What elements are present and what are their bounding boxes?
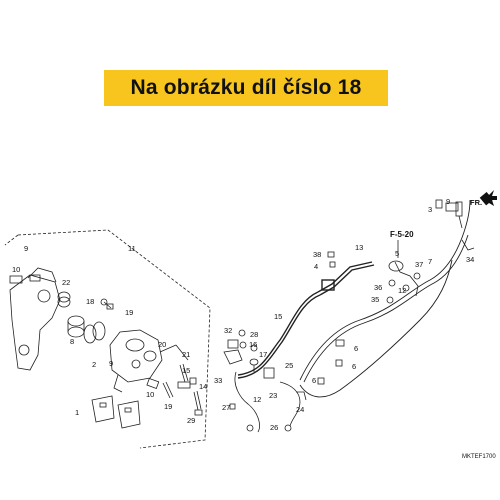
part-label: 5 xyxy=(395,249,399,258)
master-cylinder xyxy=(445,201,463,229)
part-label: 33 xyxy=(214,376,222,385)
piston xyxy=(67,315,85,338)
leader-23 xyxy=(159,344,177,353)
part-label: 19 xyxy=(125,308,133,317)
part-label: 11 xyxy=(128,244,136,253)
part-label: 16 xyxy=(249,340,257,349)
brake-pipe-17 xyxy=(317,261,375,296)
banner-text: Na obrázku díl číslo 18 xyxy=(130,76,362,99)
pins xyxy=(146,363,203,416)
bolt-3 xyxy=(435,199,443,209)
part-label: 6 xyxy=(312,376,316,385)
brake-pipe-lower xyxy=(299,259,453,398)
part-label: 12 xyxy=(398,286,406,295)
part-label: 28 xyxy=(250,330,258,339)
reference-label: F-5-20 xyxy=(390,230,414,239)
part-label: 24 xyxy=(296,405,304,414)
part-callouts: 9 10 22 11 18 19 8 2 20 9 21 15 14 10 19… xyxy=(12,197,474,432)
part-label: 38 xyxy=(313,250,321,259)
part-label: 15 xyxy=(274,312,282,321)
brake-pipe-rear xyxy=(299,199,471,383)
caliper-bracket xyxy=(9,267,61,371)
bolt-16 xyxy=(189,377,197,385)
part-label: 25 xyxy=(285,361,293,370)
part-label: 37 xyxy=(415,260,423,269)
part-label: 9 xyxy=(446,197,450,206)
sensor-harness xyxy=(229,339,345,433)
part-label: 9 xyxy=(109,359,113,368)
part-label: 17 xyxy=(259,350,267,359)
piston-seals xyxy=(83,321,106,344)
brake-pads xyxy=(91,395,141,429)
part-label: 12 xyxy=(253,395,261,404)
part-label: 3 xyxy=(428,205,432,214)
part-label: 10 xyxy=(12,265,20,274)
part-label: 32 xyxy=(224,326,232,335)
part-label: 26 xyxy=(270,423,278,432)
diagram-code: MKTEF1700 xyxy=(462,454,496,460)
part-label: 10 xyxy=(146,390,154,399)
caliper-body xyxy=(109,329,163,393)
front-direction-label: FR. xyxy=(470,198,482,207)
part-label: 14 xyxy=(199,382,207,391)
hose-clips xyxy=(223,329,258,365)
pin-boot xyxy=(9,274,41,284)
part-label: 20 xyxy=(158,340,166,349)
part-label: 9 xyxy=(24,244,28,253)
bleeder-valve xyxy=(100,298,114,310)
part-number-banner: Na obrázku díl číslo 18 xyxy=(104,70,388,106)
part-label: 6 xyxy=(352,362,356,371)
caliper-group-outline xyxy=(4,229,211,449)
leader-23b xyxy=(175,344,189,361)
part-label: 15 xyxy=(182,366,190,375)
part-label: 19 xyxy=(164,402,172,411)
part-label: 27 xyxy=(222,403,230,412)
part-label: 35 xyxy=(371,295,379,304)
front-direction-arrow: FR. xyxy=(470,190,497,207)
part-label: 21 xyxy=(182,350,190,359)
part-label: 22 xyxy=(62,278,70,287)
part-label: 7 xyxy=(428,257,432,266)
boot-25 xyxy=(57,291,71,308)
three-way-joint xyxy=(386,260,421,304)
brake-hose-18 xyxy=(237,291,321,379)
part-label: 13 xyxy=(355,243,363,252)
part-label: 4 xyxy=(314,262,318,271)
part-label: 18 xyxy=(86,297,94,306)
part-label: 8 xyxy=(70,337,74,346)
part-label: 29 xyxy=(187,416,195,425)
part-label: 34 xyxy=(466,255,474,264)
bolts-38-4 xyxy=(327,251,336,268)
part-label: 2 xyxy=(92,360,96,369)
banjo-bolt xyxy=(249,358,259,372)
part-label: 23 xyxy=(269,391,277,400)
part-label: 1 xyxy=(75,408,79,417)
part-label: 36 xyxy=(374,283,382,292)
part-label: 6 xyxy=(354,344,358,353)
clip-34 xyxy=(461,239,475,251)
